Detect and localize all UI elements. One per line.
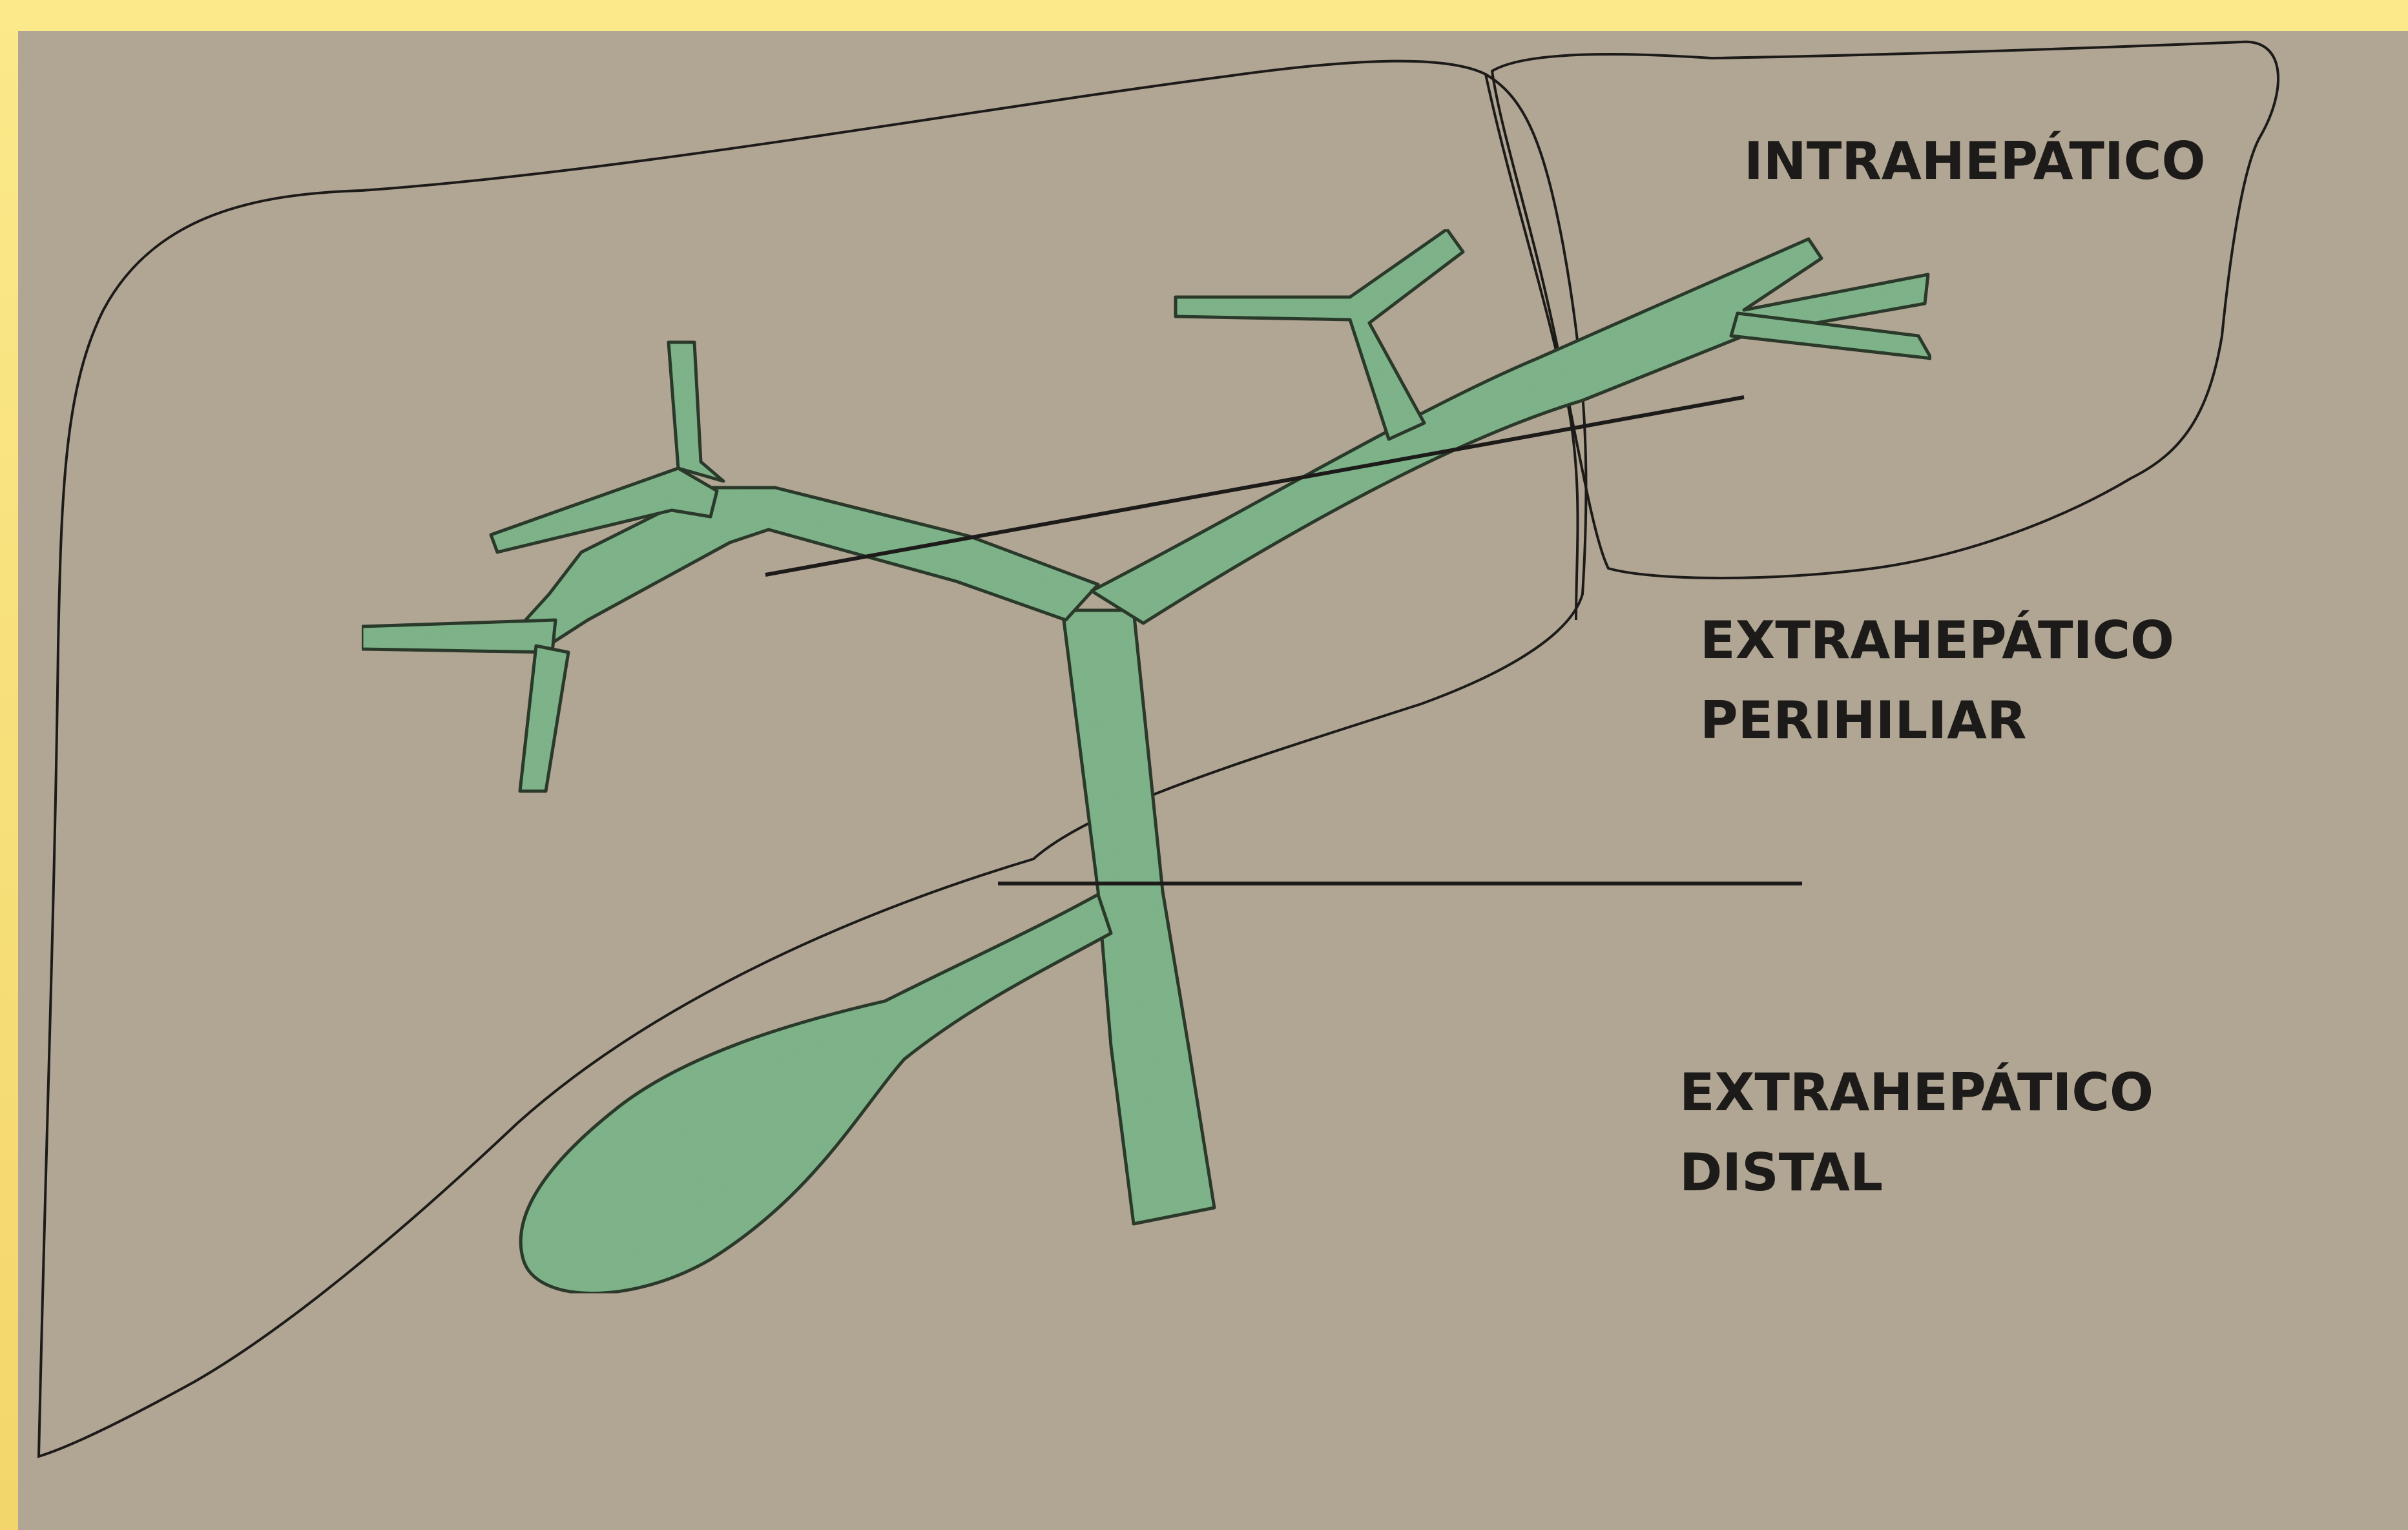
- duct-branch-lower-left-vertical: [520, 646, 568, 791]
- duct-branch-upper-middle: [1176, 229, 1463, 439]
- label-perihilar-line-2: PERIHILIAR: [1700, 681, 2174, 761]
- duct-branch-upper-left-vertical: [669, 342, 723, 481]
- gallbladder: [521, 894, 1111, 1294]
- label-distal-line-1: EXTRAHEPÁTICO: [1679, 1053, 2154, 1133]
- label-perihilar: EXTRAHEPÁTICO PERIHILIAR: [1700, 601, 2174, 761]
- duct-branch-lower-left: [362, 620, 555, 652]
- liver-outline: [39, 61, 1586, 1456]
- label-perihilar-line-1: EXTRAHEPÁTICO: [1700, 601, 2174, 681]
- label-distal: EXTRAHEPÁTICO DISTAL: [1679, 1053, 2154, 1213]
- label-distal-line-2: DISTAL: [1679, 1133, 2154, 1213]
- label-intrahepatic: INTRAHEPÁTICO: [1744, 121, 2205, 202]
